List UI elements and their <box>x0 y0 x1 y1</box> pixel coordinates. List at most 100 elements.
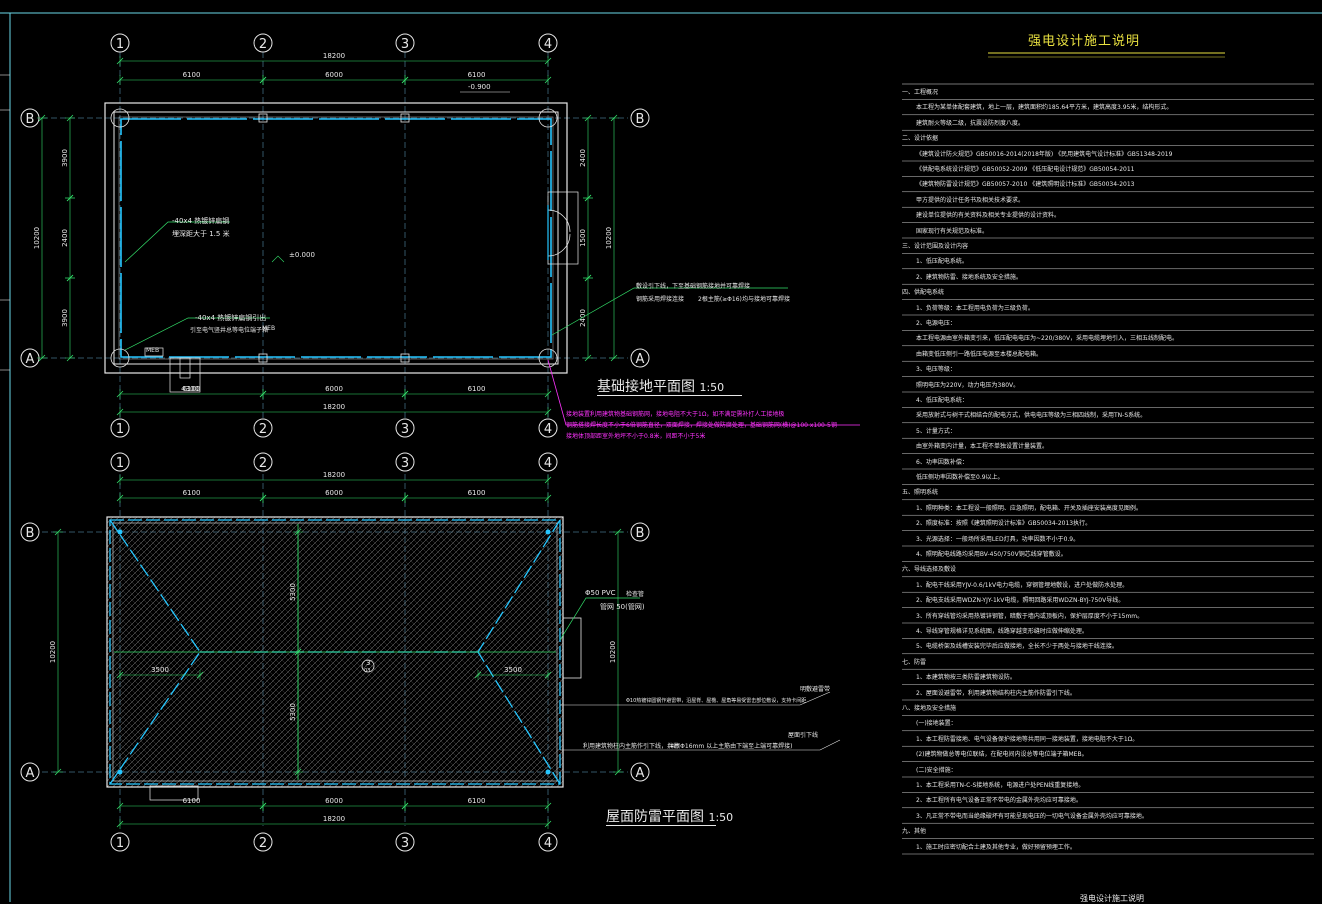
spec-line: 四、供配电系统 <box>902 289 945 297</box>
p1-axis-top-3-label: 3 <box>401 37 409 52</box>
p1-dim-right-total-text: 10200 <box>605 227 613 249</box>
roof-lightning-plan <box>42 474 628 826</box>
spec-line: 3、电压等级： <box>916 366 956 374</box>
p2-dim-span-top-1-text: 6000 <box>325 489 343 497</box>
p1-axis-top-1-label: 1 <box>116 37 124 52</box>
plan1-level-top: -0.900 <box>468 83 491 91</box>
p2-axis-left-A-label: A <box>26 766 35 781</box>
p2-leader-pvc <box>559 597 640 641</box>
p2-dim-left-total-text: 10200 <box>49 641 57 663</box>
spec-line: 九、其他 <box>902 828 927 836</box>
plan1-title: 基础接地平面图 1:50 <box>597 379 725 395</box>
spec-line: 本工程为某单体配套建筑，地上一层，建筑面积约185.64平方米，建筑高度3.95… <box>916 104 1173 112</box>
plan2-note-lower-2: (4根Φ16mm 以上主筋由下端至上端可靠焊接) <box>668 743 793 750</box>
plan2-note-mid: Φ10热镀锌圆钢作避雷带，沿屋脊、屋檐、屋角等易受雷击部位敷设，支持卡间距1m，… <box>626 698 806 704</box>
spec-line: 六、导线选择及敷设 <box>902 566 957 574</box>
plan1-title-underline <box>597 395 742 396</box>
p2-dim-span-bot-2-text: 6100 <box>468 797 486 805</box>
p2-axis-top-2-label: 2 <box>259 456 267 471</box>
p1-axis-right-B-circle <box>630 108 650 128</box>
p1-axis-bot-4-circle <box>538 418 558 438</box>
p1-dim-total-bot-text: 18200 <box>323 403 345 411</box>
p1-dim-right-2-text: 2400 <box>579 309 587 327</box>
p1-axis-left-B-label: B <box>26 112 35 127</box>
p2-leader-lower <box>560 739 841 751</box>
p1-leader-magenta <box>547 359 860 426</box>
spec-line: 4、导线穿管规格详见系统图，线路穿越变形缝时应做伸缩处理。 <box>916 628 1088 635</box>
spec-line: 七、防雷 <box>902 658 927 666</box>
spec-line: 3、凡正常不带电而当绝缘破坏有可能呈现电压的一切电气设备金属外壳均应可靠接地。 <box>916 812 1148 820</box>
p1-dim-left-0-text: 3900 <box>61 149 69 167</box>
drawing-frame <box>0 12 1322 902</box>
p1-axis-top-4-label: 4 <box>544 37 552 52</box>
spec-line: (一)接地装置： <box>916 720 957 728</box>
spec-body: 一、工程概况本工程为某单体配套建筑，地上一层，建筑面积约185.64平方米，建筑… <box>902 84 1314 854</box>
spec-line: 二、设计依据 <box>902 135 939 143</box>
p1-axis-bot-1-circle <box>110 418 130 438</box>
p2-axis-bot-2-circle <box>253 832 273 852</box>
p2-dim-total-top-text: 18200 <box>323 471 345 479</box>
spec-line: 低压侧功率因数补偿至0.9以上。 <box>916 474 1004 481</box>
spec-line: 6、功率因数补偿： <box>916 458 968 466</box>
p2-dim-inner-left-text: 3500 <box>151 666 169 674</box>
spec-line: 五、照明系统 <box>902 489 939 497</box>
plan1-note-right-1: 敷设引下线，下至基础钢筋接地并可靠焊接 <box>636 283 751 290</box>
p1-axis-left-A-label: A <box>26 352 35 367</box>
plan2-title: 屋面防雷平面图 1:50 <box>606 809 734 825</box>
plan1-meb-label: MEB <box>146 347 160 354</box>
p2-axis-bot-1-label: 1 <box>116 836 124 851</box>
plan1-note-bottom-3: MEB <box>262 325 276 332</box>
p2-dim-span-top-2-text: 6100 <box>468 489 486 497</box>
p1-axis-top-2-circle <box>253 33 273 53</box>
p1-axis-right-B-label: B <box>636 112 645 127</box>
p1-dim-span-top-2-text: 6100 <box>468 71 486 79</box>
spec-line: 由室外箱变内计量，本工程不单独设置计量装置。 <box>916 443 1049 451</box>
plan2-note-mid-right: 明敷避雷带 <box>800 686 831 693</box>
spec-line: 1、配电干线采用YJV-0.6/1kV电力电缆，穿钢管埋地敷设，进户处做防水处理… <box>916 581 1129 589</box>
p2-axis-right-B-label: B <box>636 526 645 541</box>
spec-line: 建设单位提供的有关资料及相关专业提供的设计资料。 <box>916 212 1061 220</box>
spec-line: 八、接地及安全措施 <box>902 705 957 712</box>
foundation-grounding-plan <box>42 52 628 420</box>
p1-dim-small-bottom: 4300 <box>181 385 199 393</box>
spec-line: 1、负荷等级：本工程用电负荷为三级负荷。 <box>916 304 1034 312</box>
p2-axis-bot-3-circle <box>395 832 415 852</box>
p2-axis-left-B-circle <box>20 522 40 542</box>
p1-dim-total-top-text: 18200 <box>323 52 345 60</box>
spec-line: 《供配电系统设计规范》GB50052-2009 《低压配电设计规范》GB5005… <box>916 166 1135 173</box>
p2-axis-bot-1-circle <box>110 832 130 852</box>
spec-line: 2、照度标准：按照《建筑照明设计标准》GB50034-2013执行。 <box>916 520 1092 528</box>
p2-axis-top-2-circle <box>253 452 273 472</box>
p2-axis-left-A-circle <box>20 762 40 782</box>
p1-dim-span-top-0-text: 6100 <box>183 71 201 79</box>
plan1-note-left-2: 埋深距大于 1.5 米 <box>172 230 230 238</box>
spec-line: 采用放射式与树干式相结合的配电方式，供电电压等级为三相四线制，采用TN-S系统。 <box>916 412 1147 420</box>
p2-dim-span-bot-1-text: 6000 <box>325 797 343 805</box>
plan2-note-lower-right: 屋面引下线 <box>788 732 819 739</box>
p2-dim-total-bot-text: 18200 <box>323 815 345 823</box>
plan2-title-underline <box>606 825 716 826</box>
spec-line: 一、工程概况 <box>902 89 939 96</box>
p1-axis-top-2-label: 2 <box>259 37 267 52</box>
p2-axis-right-B-circle <box>630 522 650 542</box>
p1-axis-bot-3-circle <box>395 418 415 438</box>
p1-dim-span-bot-2-text: 6100 <box>468 385 486 393</box>
p1-dim-span-top-1-text: 6000 <box>325 71 343 79</box>
spec-line: 国家现行有关规范及标准。 <box>916 227 989 235</box>
p2-axis-top-3-circle <box>395 452 415 472</box>
p1-dim-left-2-text: 3900 <box>61 309 69 327</box>
spec-line: 《建筑物防雷设计规范》GB50057-2010 《建筑照明设计标准》GB5003… <box>916 181 1135 189</box>
spec-line: 2、屋面设避雷带，利用建筑物结构柱内主筋作防雷引下线。 <box>916 689 1076 697</box>
p2-dim-right-total-text: 10200 <box>609 641 617 663</box>
spec-line: 甲方提供的设计任务书及相关技术要求。 <box>916 196 1025 204</box>
p2-axis-bot-3-label: 3 <box>401 836 409 851</box>
p2-axis-top-3-label: 3 <box>401 456 409 471</box>
p1-dim-right-0-text: 2400 <box>579 149 587 167</box>
spec-line: (二)安全措施： <box>916 766 957 774</box>
plan1-level-mid: ±0.000 <box>289 251 315 259</box>
spec-line: 照明电压为220V，动力电压为380V。 <box>916 381 1020 389</box>
plan1-note-right-3: 2根主筋(≥Φ16) <box>698 296 742 303</box>
p1-axis-top-4-circle <box>538 33 558 53</box>
plan2-note-lower-1: 利用建筑物柱内主筋作引下线，共计 <box>583 743 680 750</box>
